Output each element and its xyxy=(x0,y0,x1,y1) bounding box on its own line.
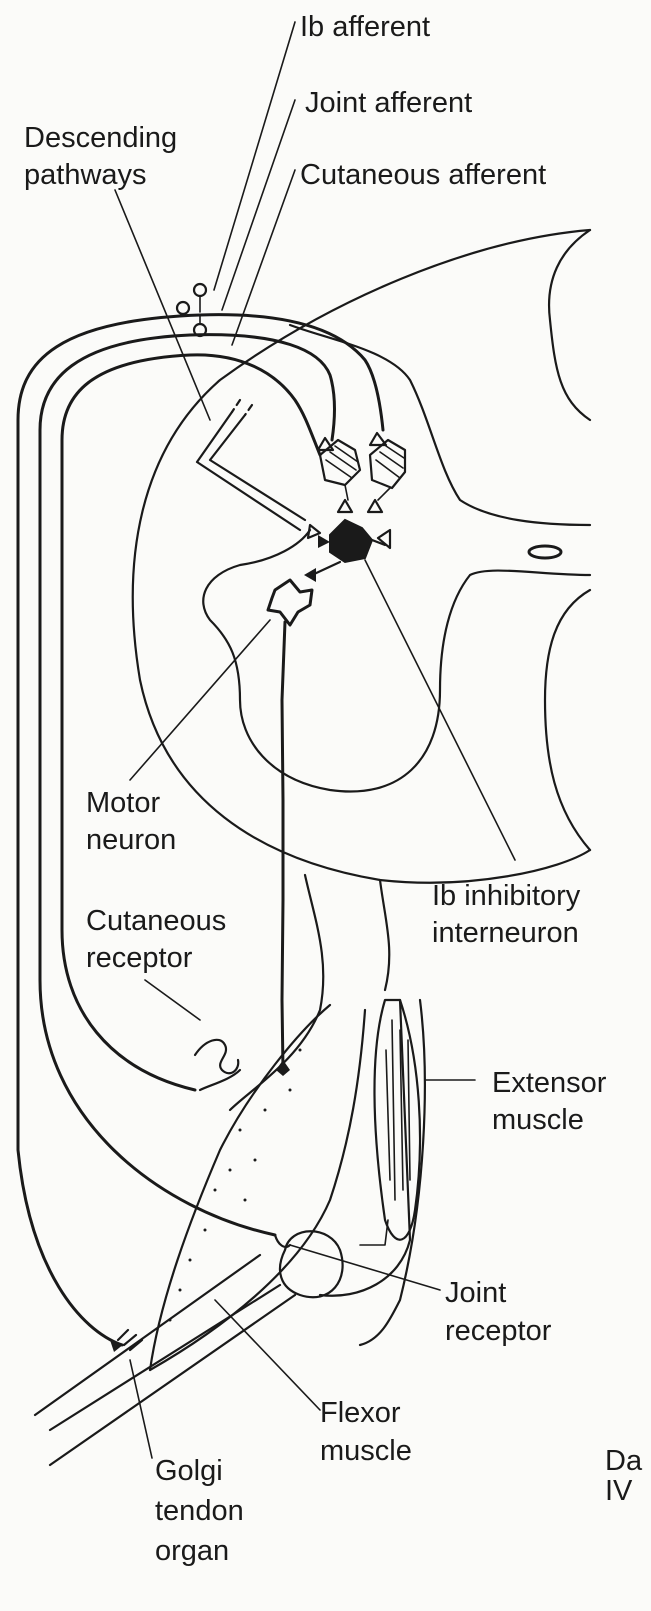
label-ib-inhibitory-line1: Ib inhibitory xyxy=(432,880,581,912)
label-corner-line2: IV xyxy=(605,1475,633,1507)
label-joint-receptor-line2: receptor xyxy=(445,1315,552,1347)
label-cutaneous-receptor-line2: receptor xyxy=(86,942,193,974)
afferent-fibers xyxy=(18,22,383,1345)
label-extensor-line2: muscle xyxy=(492,1104,584,1136)
central-canal xyxy=(529,546,561,558)
ganglion-ib xyxy=(194,284,206,296)
motor-neuron xyxy=(268,580,312,1076)
label-golgi-line3: organ xyxy=(155,1535,229,1567)
label-ib-afferent: Ib afferent xyxy=(300,11,430,43)
label-joint-receptor-line1: Joint xyxy=(445,1277,506,1309)
label-descending-line2: pathways xyxy=(24,159,147,191)
label-flexor-line1: Flexor xyxy=(320,1397,401,1429)
label-motor-line1: Motor xyxy=(86,787,160,819)
label-flexor-line2: muscle xyxy=(320,1435,412,1467)
label-descending-line1: Descending xyxy=(24,122,177,154)
label-golgi-line1: Golgi xyxy=(155,1455,223,1487)
label-golgi-line2: tendon xyxy=(155,1495,244,1527)
interneurons xyxy=(308,433,405,538)
peripheral-nerve xyxy=(230,875,389,1110)
label-cutaneous-receptor-line1: Cutaneous xyxy=(86,905,226,937)
label-extensor-line1: Extensor xyxy=(492,1067,607,1099)
label-motor-line2: neuron xyxy=(86,824,176,856)
ganglion-joint xyxy=(177,302,189,314)
muscles xyxy=(35,1000,475,1465)
labels: Ib afferent Joint afferent Cutaneous aff… xyxy=(24,11,643,1567)
label-joint-afferent: Joint afferent xyxy=(305,87,472,119)
cutaneous-receptor-icon xyxy=(195,1040,238,1073)
label-cutaneous-afferent: Cutaneous afferent xyxy=(300,159,546,191)
label-ib-inhibitory-line2: interneuron xyxy=(432,917,579,949)
label-corner-line1: Da xyxy=(605,1445,643,1477)
